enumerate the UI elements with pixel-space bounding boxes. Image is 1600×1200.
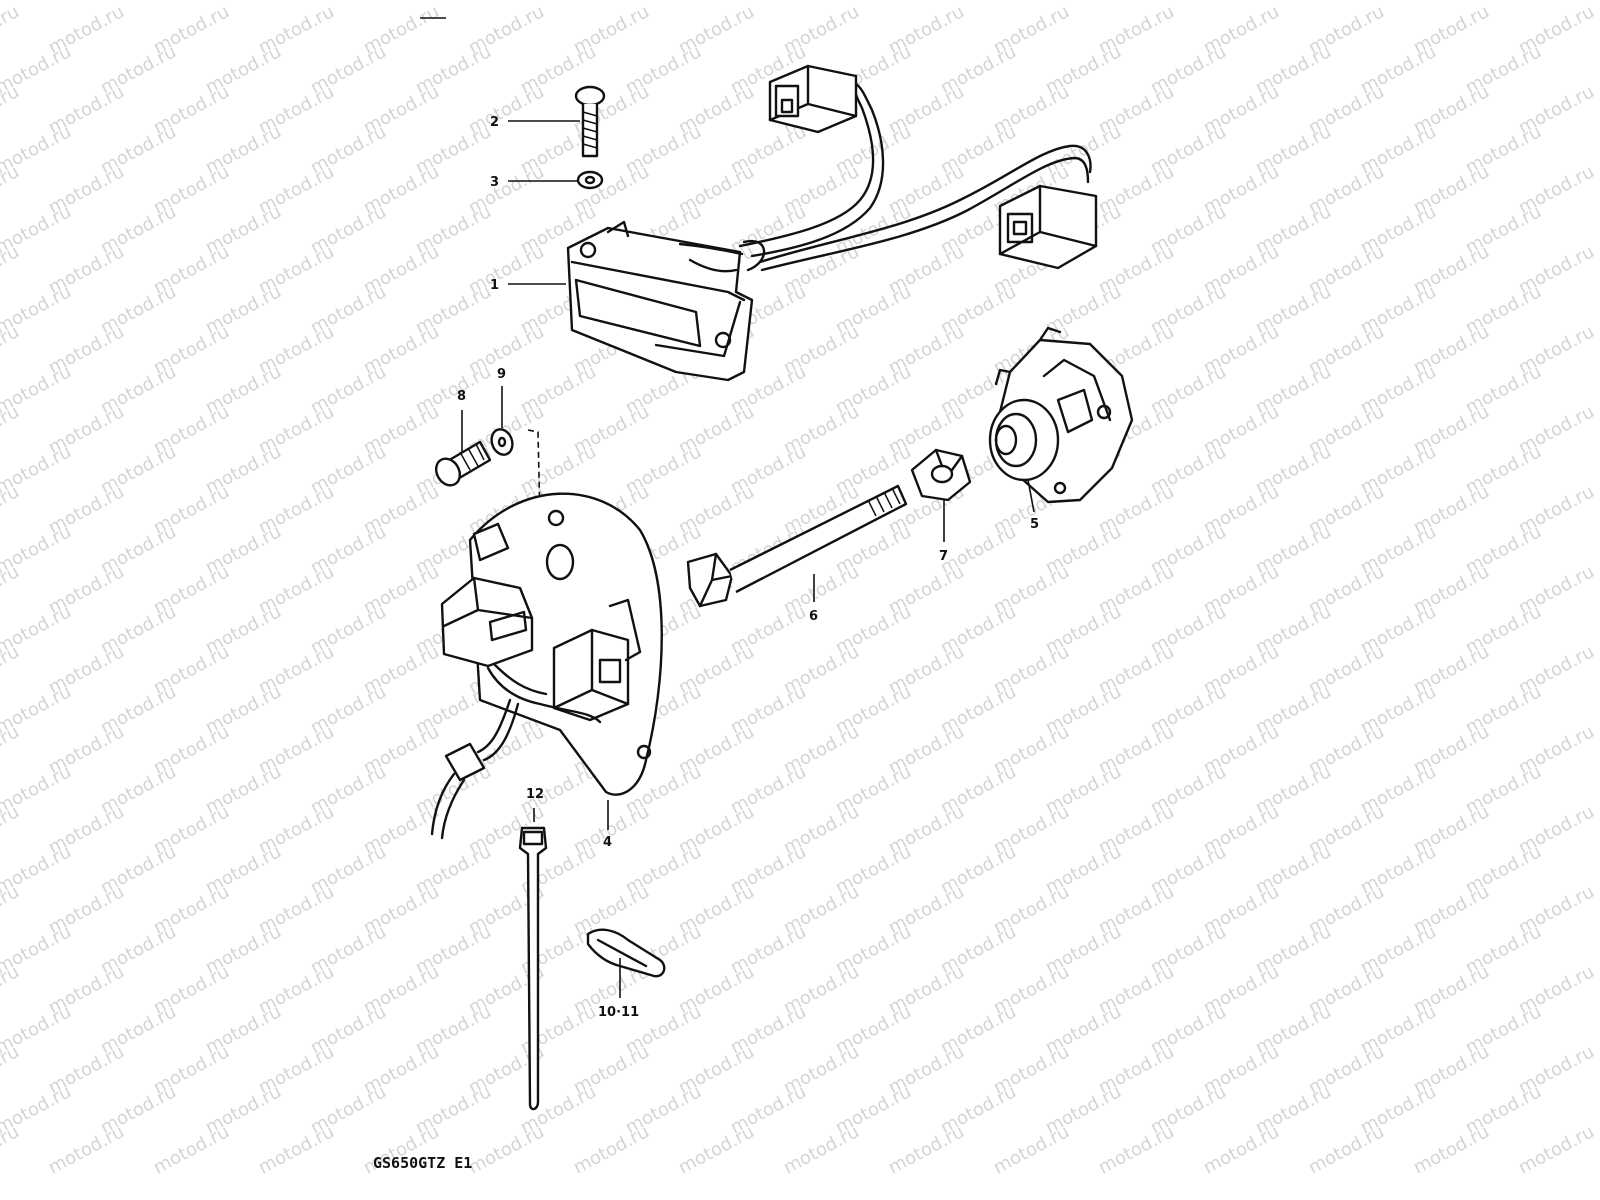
nut-icon[interactable] <box>910 448 972 502</box>
brush-holder-plate-icon[interactable] <box>430 492 663 840</box>
part-label-7: 7 <box>939 549 948 564</box>
bolt-icon[interactable] <box>686 484 908 608</box>
part-label-2: 2 <box>490 115 499 130</box>
washer-icon[interactable] <box>576 170 604 190</box>
assembly-guide-line <box>527 429 541 521</box>
part-label-6: 6 <box>809 609 818 624</box>
clamp-icon[interactable] <box>586 928 666 978</box>
washer-icon[interactable] <box>488 426 516 457</box>
screw-icon[interactable] <box>431 440 492 490</box>
part-label-3: 3 <box>490 175 499 190</box>
part-label-5: 5 <box>1030 517 1039 532</box>
cable-tie-icon[interactable] <box>518 826 548 1111</box>
screw-icon[interactable] <box>574 85 606 158</box>
part-label-12: 12 <box>526 787 544 802</box>
part-label-1: 1 <box>490 278 499 293</box>
part-label-10-11: 10·11 <box>598 1005 639 1020</box>
part-label-4: 4 <box>603 835 612 850</box>
part-label-8: 8 <box>457 389 466 404</box>
model-code: GS650GTZ E1 <box>373 1154 472 1172</box>
leader-lines <box>461 120 1035 998</box>
regulator-rectifier-icon[interactable] <box>566 64 1098 382</box>
part-label-9: 9 <box>497 367 506 382</box>
alternator-brush-assembly-icon[interactable] <box>988 326 1134 504</box>
